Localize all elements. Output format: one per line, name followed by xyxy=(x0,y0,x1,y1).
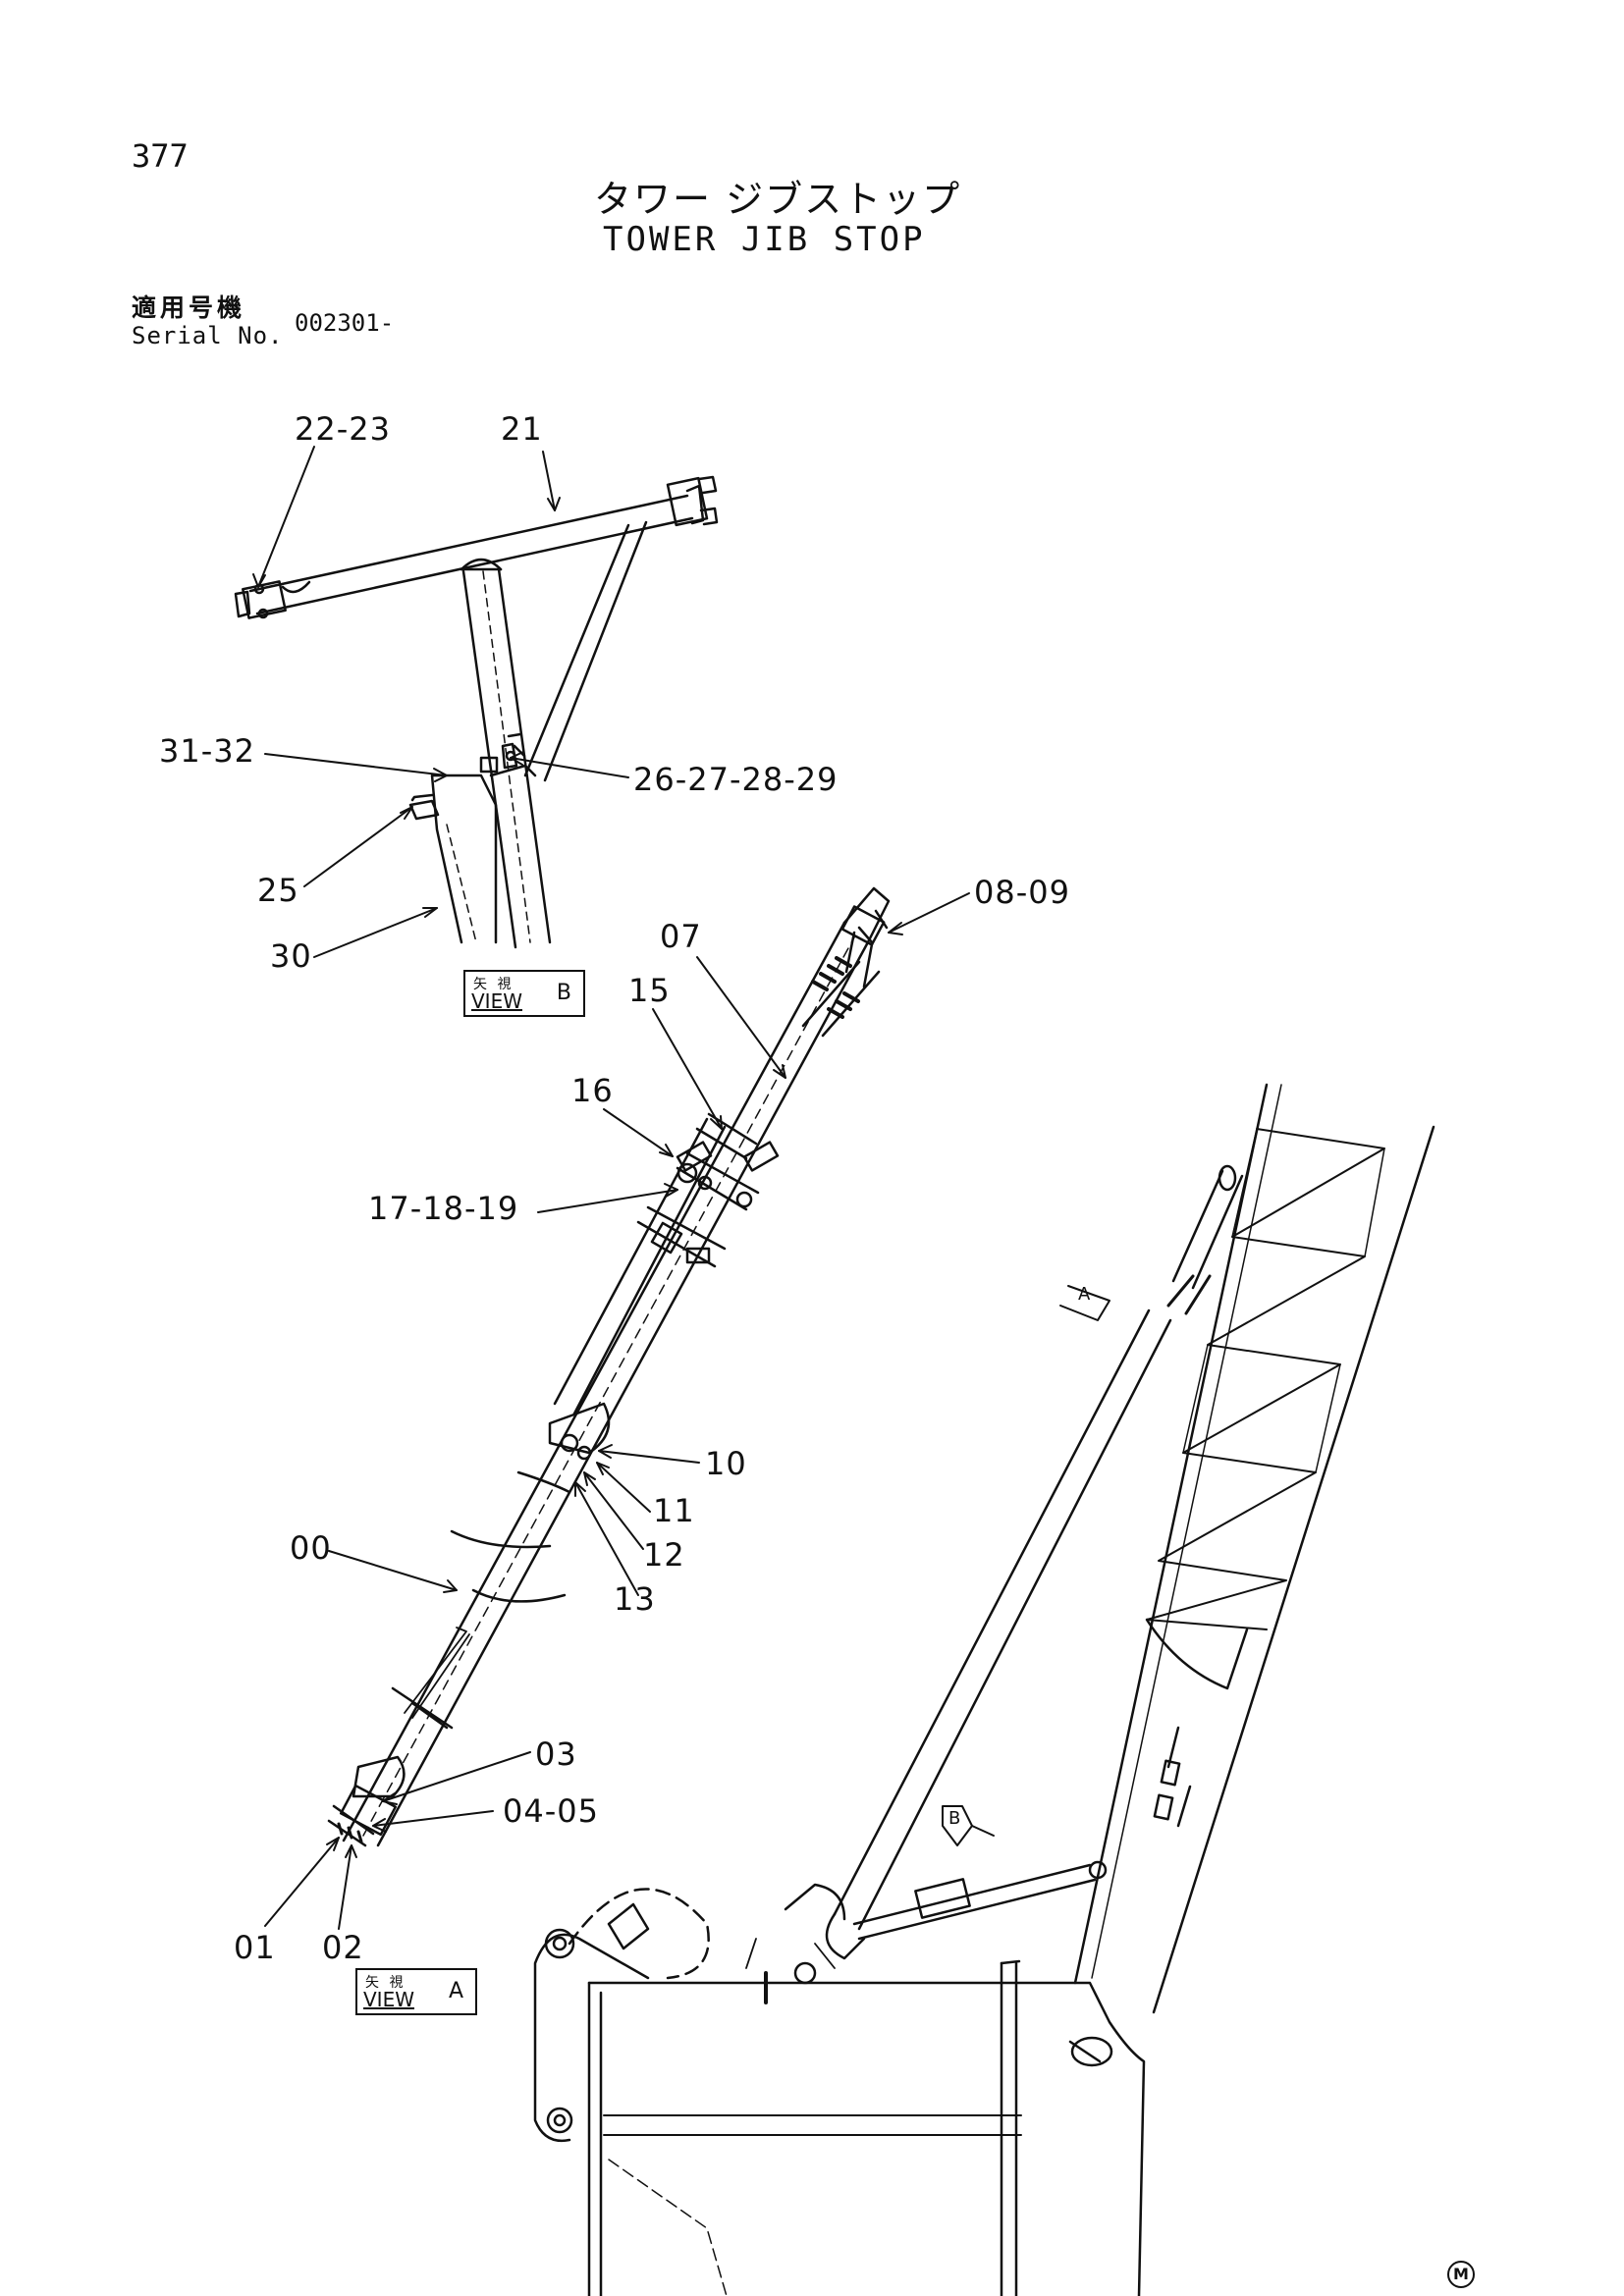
callout-26-27-28-29: 26-27-28-29 xyxy=(633,761,839,798)
arrow-marker-b: B xyxy=(948,1808,962,1829)
view-b-word: VIEW xyxy=(471,989,522,1013)
callout-08-09: 08-09 xyxy=(974,874,1070,911)
callout-17-18-19: 17-18-19 xyxy=(368,1190,519,1227)
callout-10: 10 xyxy=(705,1445,747,1482)
view-b-letter: B xyxy=(556,981,571,1005)
view-b-label: 矢 視 VIEW B xyxy=(463,970,585,1017)
view-a-letter: A xyxy=(448,1979,463,2003)
callout-07: 07 xyxy=(660,918,702,955)
arrow-marker-a: A xyxy=(1078,1284,1092,1305)
view-b-japanese: 矢 視 xyxy=(473,977,514,992)
serial-label-japanese: 適用号機 xyxy=(132,294,246,322)
strut-21 xyxy=(248,494,694,615)
callout-21: 21 xyxy=(501,410,543,448)
callout-15: 15 xyxy=(628,972,671,1009)
view-a-japanese: 矢 視 xyxy=(365,1975,406,1991)
page-title-japanese: タワー ジブストップ xyxy=(594,178,962,221)
footer-mark: M xyxy=(1447,2261,1475,2288)
crane-overview xyxy=(533,1083,1435,2296)
jib-stop-assembly xyxy=(327,886,891,1847)
serial-value: 002301- xyxy=(295,309,395,337)
page-title: TOWER JIB STOP xyxy=(603,220,926,259)
view-a-label: 矢 視 VIEW A xyxy=(355,1968,477,2015)
callout-22-23: 22-23 xyxy=(295,410,391,448)
callout-25: 25 xyxy=(257,872,299,909)
serial-label: Serial No. xyxy=(132,322,284,349)
callout-30: 30 xyxy=(270,937,312,975)
view-b-drawing xyxy=(234,475,719,949)
callout-13: 13 xyxy=(614,1580,656,1618)
callout-04-05: 04-05 xyxy=(503,1792,599,1830)
callout-11: 11 xyxy=(653,1492,695,1529)
callout-00: 00 xyxy=(290,1529,332,1567)
view-b-leaders xyxy=(252,446,629,958)
callout-02: 02 xyxy=(322,1929,364,1966)
page-number: 377 xyxy=(132,137,189,175)
callout-16: 16 xyxy=(571,1072,614,1109)
callout-12: 12 xyxy=(643,1536,685,1574)
callout-31-32: 31-32 xyxy=(159,732,255,770)
callout-01: 01 xyxy=(234,1929,276,1966)
assembly-leaders xyxy=(264,892,970,1930)
view-a-word: VIEW xyxy=(363,1988,414,2011)
callout-03: 03 xyxy=(535,1735,577,1773)
